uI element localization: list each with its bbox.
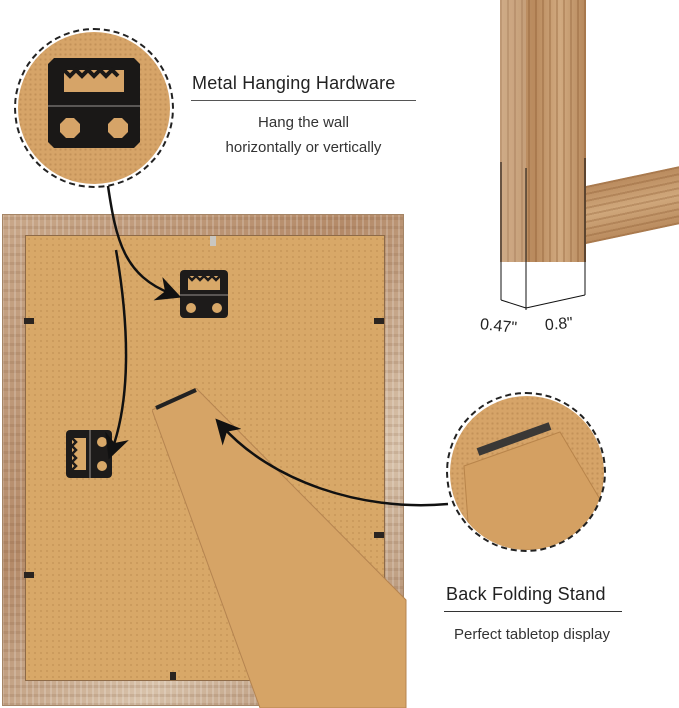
hanger-horizontal-icon xyxy=(180,270,228,318)
folding-stand-title: Back Folding Stand xyxy=(446,584,606,604)
folding-stand-subtitle: Perfect tabletop display xyxy=(454,626,610,643)
retaining-clip xyxy=(374,318,384,324)
frame-corner-side xyxy=(500,0,526,262)
retaining-clip xyxy=(374,532,384,538)
frame-corner-vertical xyxy=(500,0,586,262)
retaining-clip xyxy=(170,672,176,680)
arrow-to-stand xyxy=(215,418,449,507)
arrow-to-horizontal-hanger xyxy=(106,185,182,301)
closeup-ring xyxy=(446,392,606,552)
depth-dimension: 0.47" xyxy=(479,316,518,337)
retaining-clip xyxy=(24,572,34,578)
retaining-clip xyxy=(24,318,34,324)
hanger-vertical-icon xyxy=(66,430,112,478)
top-sawtooth-clip xyxy=(210,236,216,246)
hanging-hardware-title: Metal Hanging Hardware xyxy=(192,73,396,93)
folding-stand xyxy=(152,388,407,708)
hanging-title-underline xyxy=(191,100,416,101)
dimension-lines xyxy=(500,158,586,310)
hanging-subtitle-line1: Hang the wall xyxy=(258,114,349,131)
width-dimension: 0.8" xyxy=(544,314,574,335)
hanging-subtitle-line2: horizontally or vertically xyxy=(225,139,382,156)
hanging-hardware-subtitle: Hang the wall horizontally or vertically xyxy=(191,110,416,160)
stand-title-underline xyxy=(444,611,622,612)
arrow-to-vertical-hanger xyxy=(105,249,129,460)
closeup-ring xyxy=(14,28,174,188)
